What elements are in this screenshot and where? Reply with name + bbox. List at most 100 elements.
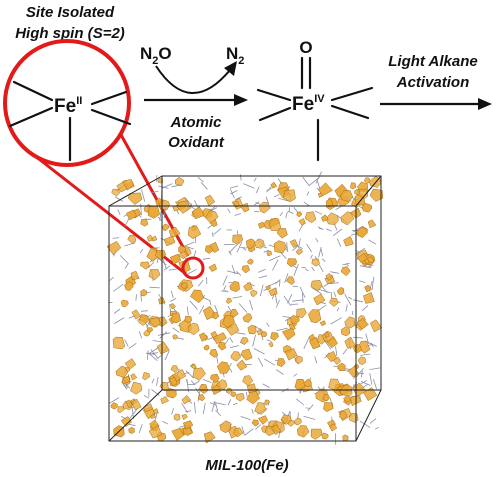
linker-bond — [185, 410, 192, 413]
linker-bond — [119, 255, 129, 265]
linker-bond — [223, 285, 227, 291]
metal-cluster — [156, 341, 170, 355]
metal-cluster — [336, 287, 345, 295]
metal-cluster — [246, 390, 260, 405]
linker-bond — [243, 183, 255, 189]
metal-cluster — [112, 336, 126, 350]
linker-bond — [145, 352, 156, 355]
linker-bond — [330, 317, 342, 325]
metal-cluster — [130, 373, 138, 381]
metal-cluster — [337, 362, 346, 372]
linker-bond — [138, 331, 143, 339]
metal-cluster — [111, 188, 121, 197]
metal-cluster — [354, 189, 361, 196]
arrow1-label-line1: Atomic — [170, 114, 222, 131]
linker-bond — [318, 227, 324, 230]
linker-bond — [151, 190, 159, 194]
linker-bond — [140, 294, 142, 302]
metal-cluster — [242, 312, 253, 323]
linker-bond — [265, 196, 270, 204]
metal-cluster — [140, 289, 147, 297]
mof-framework-texture — [106, 171, 384, 445]
linker-bond — [353, 336, 363, 339]
linker-bond — [185, 370, 194, 379]
linker-bond — [121, 381, 128, 390]
metal-cluster — [124, 281, 134, 291]
metal-cluster — [250, 289, 258, 297]
metal-cluster — [124, 358, 137, 370]
linker-bond — [108, 397, 120, 405]
linker-bond — [193, 380, 200, 386]
metal-cluster — [127, 192, 143, 205]
metal-cluster — [338, 411, 348, 420]
linker-bond — [253, 177, 257, 182]
linker-bond — [202, 379, 212, 383]
linker-bond — [202, 257, 211, 260]
linker-bond — [351, 311, 354, 316]
metal-cluster — [282, 327, 296, 341]
metal-cluster — [204, 194, 216, 207]
linker-bond — [202, 403, 206, 415]
linker-bond — [238, 303, 248, 313]
metal-cluster — [170, 365, 179, 373]
linker-bond — [222, 275, 228, 286]
spin-suffix: =2) — [103, 25, 125, 42]
linker-bond — [285, 211, 288, 219]
metal-cluster — [247, 324, 257, 335]
metal-cluster — [181, 282, 188, 289]
metal-cluster — [130, 270, 140, 281]
linker-bond — [255, 202, 261, 205]
linker-bond — [114, 317, 125, 324]
metal-cluster — [225, 297, 233, 304]
zoom-circle — [3, 39, 131, 167]
metal-cluster — [243, 281, 253, 292]
metal-cluster — [106, 241, 122, 256]
linker-bond — [189, 300, 198, 310]
linker-bond — [255, 186, 260, 194]
metal-cluster — [283, 189, 296, 203]
metal-cluster — [303, 378, 312, 387]
linker-bond — [335, 206, 342, 210]
metal-cluster — [125, 209, 137, 221]
metal-cluster — [192, 367, 206, 381]
linker-bond — [151, 389, 160, 396]
metal-cluster — [340, 266, 351, 277]
metal-cluster — [149, 317, 161, 328]
metal-cluster — [285, 276, 295, 286]
linker-bond — [124, 339, 129, 347]
linker-bond — [230, 190, 238, 195]
metal-cluster — [289, 239, 299, 248]
linker-bond — [336, 307, 340, 312]
metal-cluster — [187, 225, 202, 240]
metal-cluster — [130, 381, 143, 395]
linker-bond — [368, 239, 377, 245]
linker-bond — [152, 340, 163, 343]
metal-cluster — [273, 240, 287, 254]
metal-cluster — [318, 182, 333, 197]
metal-cluster — [369, 188, 384, 202]
arrow1-label-line2: Oxidant — [168, 134, 225, 151]
linker-bond — [239, 174, 242, 181]
oxo-o-label: O — [299, 38, 312, 57]
linker-bond — [360, 353, 371, 356]
linker-bond — [117, 209, 121, 215]
linker-bond — [258, 268, 266, 273]
spin-prefix: High spin ( — [15, 25, 94, 42]
linker-bond — [197, 176, 204, 183]
metal-cluster — [198, 394, 206, 402]
metal-cluster — [340, 190, 354, 203]
linker-bond — [266, 322, 270, 327]
linker-bond — [350, 233, 359, 236]
metal-cluster — [213, 332, 227, 345]
metal-cluster — [120, 416, 132, 428]
metal-cluster — [324, 331, 330, 338]
linker-bond — [310, 254, 313, 259]
metal-cluster — [276, 228, 288, 239]
linker-bond — [276, 327, 288, 331]
state-label-line1: Site Isolated — [26, 4, 115, 21]
linker-bond — [360, 381, 371, 386]
metal-cluster — [203, 344, 210, 351]
linker-bond — [229, 368, 233, 373]
metal-cluster — [361, 202, 373, 213]
linker-bond — [318, 246, 322, 258]
